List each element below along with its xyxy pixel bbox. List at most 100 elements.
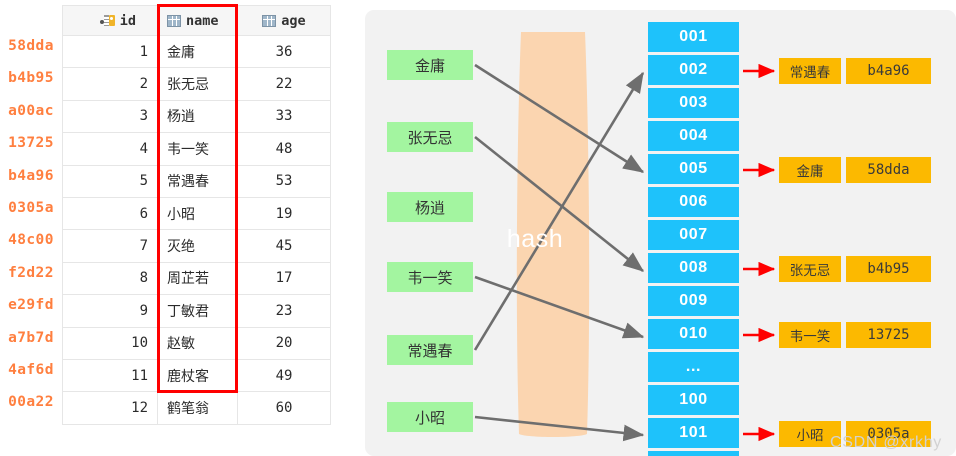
arrow-zhangwuji-to-008 bbox=[474, 135, 645, 273]
bucket-slot[interactable]: 101 bbox=[648, 418, 739, 448]
cell-id: 10 bbox=[62, 326, 158, 360]
result-name-box[interactable]: 张无忌 bbox=[779, 256, 841, 282]
cell-age: 49 bbox=[237, 358, 331, 393]
source-table-panel: 58dda b4b95 a00ac 13725 b4a96 0305a 48c0… bbox=[0, 0, 345, 456]
hash-value: 4af6d bbox=[8, 361, 54, 378]
hash-value: a7b7d bbox=[8, 329, 54, 346]
column-header-id[interactable]: id bbox=[62, 5, 158, 36]
bucket-slot[interactable]: 009 bbox=[648, 286, 739, 316]
column-header-name[interactable]: name bbox=[157, 5, 238, 36]
result-name-box[interactable]: 常遇春 bbox=[779, 58, 841, 84]
result-name-box[interactable]: 韦一笑 bbox=[779, 322, 841, 348]
result-name-box[interactable]: 金庸 bbox=[779, 157, 841, 183]
cell-id: 1 bbox=[62, 34, 158, 69]
column-header-age-label: age bbox=[281, 12, 306, 29]
cell-age: 19 bbox=[237, 196, 331, 231]
bucket-slot[interactable]: ... bbox=[648, 451, 739, 456]
bucket-slot[interactable]: 010 bbox=[648, 319, 739, 349]
key-box[interactable]: 张无忌 bbox=[387, 122, 473, 152]
result-hash-box[interactable]: 0305a bbox=[846, 421, 931, 447]
result-arrows bbox=[743, 63, 776, 442]
cell-name: 鹤笔翁 bbox=[157, 391, 238, 425]
result-hash-box[interactable]: 58dda bbox=[846, 157, 931, 183]
column-icon bbox=[167, 14, 181, 27]
column-header-age[interactable]: age bbox=[237, 5, 331, 36]
cell-id: 5 bbox=[62, 164, 158, 198]
key-box[interactable]: 杨逍 bbox=[387, 192, 473, 222]
key-box[interactable]: 金庸 bbox=[387, 50, 473, 80]
column-icon bbox=[262, 14, 277, 27]
hash-function-label: hash bbox=[506, 225, 564, 253]
cell-id: 8 bbox=[62, 261, 158, 296]
primary-key-icon bbox=[99, 14, 115, 27]
bucket-slot[interactable]: 007 bbox=[648, 220, 739, 250]
cell-age: 45 bbox=[237, 229, 331, 263]
arrow-jinyong-to-005 bbox=[474, 63, 645, 174]
bucket-slot[interactable]: 001 bbox=[648, 22, 739, 52]
cell-name: 赵敏 bbox=[157, 326, 238, 360]
key-box[interactable]: 韦一笑 bbox=[387, 262, 473, 292]
arrow-changyuchun-to-002 bbox=[473, 71, 645, 351]
cell-id: 11 bbox=[62, 358, 158, 393]
result-hash-box[interactable]: b4a96 bbox=[846, 58, 931, 84]
hash-value: 48c00 bbox=[8, 232, 54, 249]
key-box[interactable]: 小昭 bbox=[387, 402, 473, 432]
key-box[interactable]: 常遇春 bbox=[387, 335, 473, 365]
cell-name: 小昭 bbox=[157, 196, 238, 231]
bucket-slot[interactable]: 008 bbox=[648, 253, 739, 283]
hash-value: 13725 bbox=[8, 135, 54, 152]
cell-name: 鹿杖客 bbox=[157, 358, 238, 393]
bucket-slot[interactable]: 004 bbox=[648, 121, 739, 151]
cell-name: 张无忌 bbox=[157, 67, 238, 101]
result-hash-box[interactable]: b4b95 bbox=[846, 256, 931, 282]
cell-name: 杨逍 bbox=[157, 99, 238, 134]
hash-value: b4a96 bbox=[8, 167, 54, 184]
result-name-box[interactable]: 小昭 bbox=[779, 421, 841, 447]
cell-age: 36 bbox=[237, 34, 331, 69]
cell-name: 常遇春 bbox=[157, 164, 238, 198]
cell-age: 23 bbox=[237, 294, 331, 328]
result-hash-box[interactable]: 13725 bbox=[846, 322, 931, 348]
arrow-xiaozhao-to-101 bbox=[474, 415, 645, 442]
cell-id: 12 bbox=[62, 391, 158, 425]
cell-id: 6 bbox=[62, 196, 158, 231]
cell-name: 丁敏君 bbox=[157, 294, 238, 328]
cell-id: 7 bbox=[62, 229, 158, 263]
bucket-slot[interactable]: 100 bbox=[648, 385, 739, 415]
bucket-slot[interactable]: 003 bbox=[648, 88, 739, 118]
bucket-slot[interactable]: ... bbox=[648, 352, 739, 382]
cell-id: 2 bbox=[62, 67, 158, 101]
hash-value: a00ac bbox=[8, 102, 54, 119]
cell-age: 60 bbox=[237, 391, 331, 425]
bucket-slot[interactable]: 005 bbox=[648, 154, 739, 184]
arrow-weiyixiao-to-010 bbox=[474, 275, 645, 339]
cell-age: 48 bbox=[237, 132, 331, 166]
cell-name: 韦一笑 bbox=[157, 132, 238, 166]
bucket-slot[interactable]: 006 bbox=[648, 187, 739, 217]
cell-name: 金庸 bbox=[157, 34, 238, 69]
cell-age: 53 bbox=[237, 164, 331, 198]
table-header-row: id name age bbox=[62, 5, 331, 36]
hash-value: 00a22 bbox=[8, 394, 54, 411]
cell-id: 4 bbox=[62, 132, 158, 166]
column-header-id-label: id bbox=[119, 12, 136, 29]
cell-age: 22 bbox=[237, 67, 331, 101]
hash-value-column: 58dda b4b95 a00ac 13725 b4a96 0305a 48c0… bbox=[0, 0, 62, 419]
hash-value: b4b95 bbox=[8, 70, 54, 87]
cell-age: 17 bbox=[237, 261, 331, 296]
bucket-slot[interactable]: 002 bbox=[648, 55, 739, 85]
